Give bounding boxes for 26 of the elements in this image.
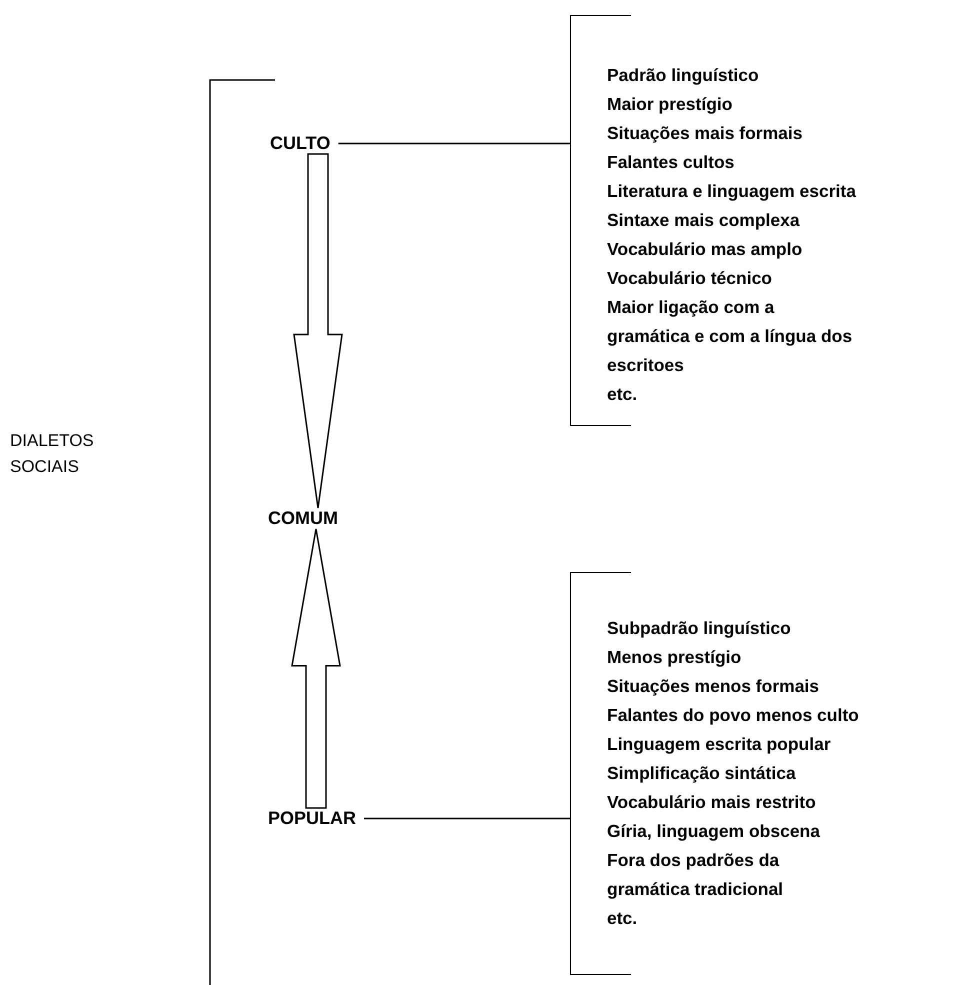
dialect-term: COMUM	[268, 508, 338, 529]
list-item: Gíria, linguagem obscena	[607, 820, 820, 843]
list-item: Situações mais formais	[607, 122, 802, 145]
list-item: Falantes do povo menos culto	[607, 704, 859, 727]
list-item: Maior prestígio	[607, 93, 732, 116]
list-item: etc.	[607, 383, 638, 406]
list-item: Padrão linguístico	[607, 64, 759, 87]
list-item: Vocabulário técnico	[607, 267, 772, 290]
list-item: Linguagem escrita popular	[607, 733, 831, 756]
list-item: etc.	[607, 907, 638, 930]
list-item: Simplificação sintática	[607, 762, 796, 785]
list-item: Literatura e linguagem escrita	[607, 180, 856, 203]
dialect-term: POPULAR	[268, 808, 356, 829]
hollow-arrow	[291, 528, 341, 809]
group-label: DIALETOS SOCIAIS	[10, 430, 94, 478]
list-item: Vocabulário mas amplo	[607, 238, 802, 261]
list-item: Vocabulário mais restrito	[607, 791, 816, 814]
list-item: Sintaxe mais complexa	[607, 209, 800, 232]
dialect-term: CULTO	[270, 133, 330, 154]
list-item: Menos prestígio	[607, 646, 742, 669]
list-item: Falantes cultos	[607, 151, 734, 174]
connector-line	[338, 142, 570, 144]
connector-line	[364, 818, 570, 820]
list-item: Subpadrão linguístico	[607, 617, 791, 640]
list-item: Situações menos formais	[607, 675, 820, 698]
hollow-arrow	[293, 153, 343, 509]
